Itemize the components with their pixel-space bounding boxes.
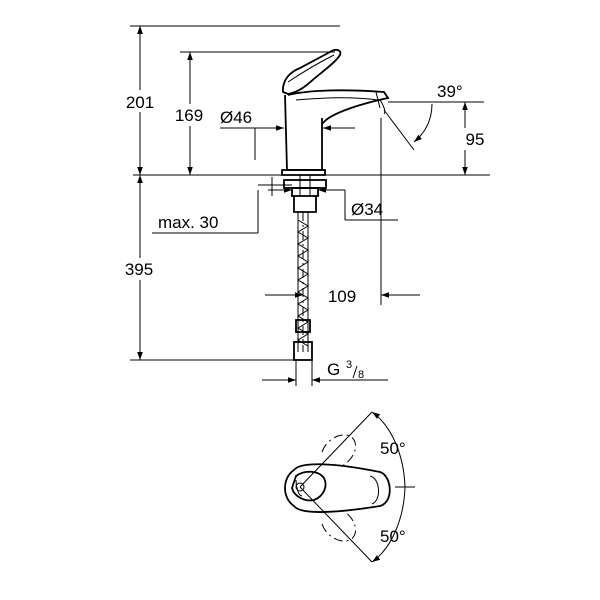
- label-thread-num: 3: [346, 359, 352, 371]
- under-counter-assembly: [283, 175, 327, 361]
- dim-body-diameter: Ø46: [220, 108, 355, 160]
- dim-spout-angle: 39°: [383, 82, 484, 151]
- dim-hole-diameter: Ø34: [268, 187, 398, 221]
- dim-projection: 109: [265, 287, 420, 306]
- dim-max-thickness: max. 30: [152, 177, 292, 234]
- label-169: 169: [175, 106, 203, 125]
- label-thread-g: G: [327, 360, 340, 379]
- label-95: 95: [466, 130, 485, 149]
- label-diam-46: Ø46: [220, 108, 252, 127]
- label-swivel-top: 50°: [380, 439, 406, 458]
- label-201: 201: [126, 93, 154, 112]
- label-swivel-bottom: 50°: [380, 527, 406, 546]
- faucet-top-view: 50° 50°: [284, 411, 415, 563]
- dim-total-height: 201: [118, 25, 340, 360]
- label-395: 395: [125, 260, 153, 279]
- label-diam-34: Ø34: [351, 200, 383, 219]
- faucet-side-view: [281, 48, 390, 176]
- dim-hose-length: 395: [116, 175, 300, 361]
- label-max-30: max. 30: [158, 213, 218, 232]
- label-thread-den: 8: [358, 369, 364, 381]
- dim-connection-thread: G 3 8: [262, 359, 388, 386]
- label-109: 109: [328, 287, 356, 306]
- label-39-deg: 39°: [437, 82, 463, 101]
- dim-aerator-height: 95: [455, 102, 495, 175]
- dim-spout-height: 169: [167, 51, 335, 175]
